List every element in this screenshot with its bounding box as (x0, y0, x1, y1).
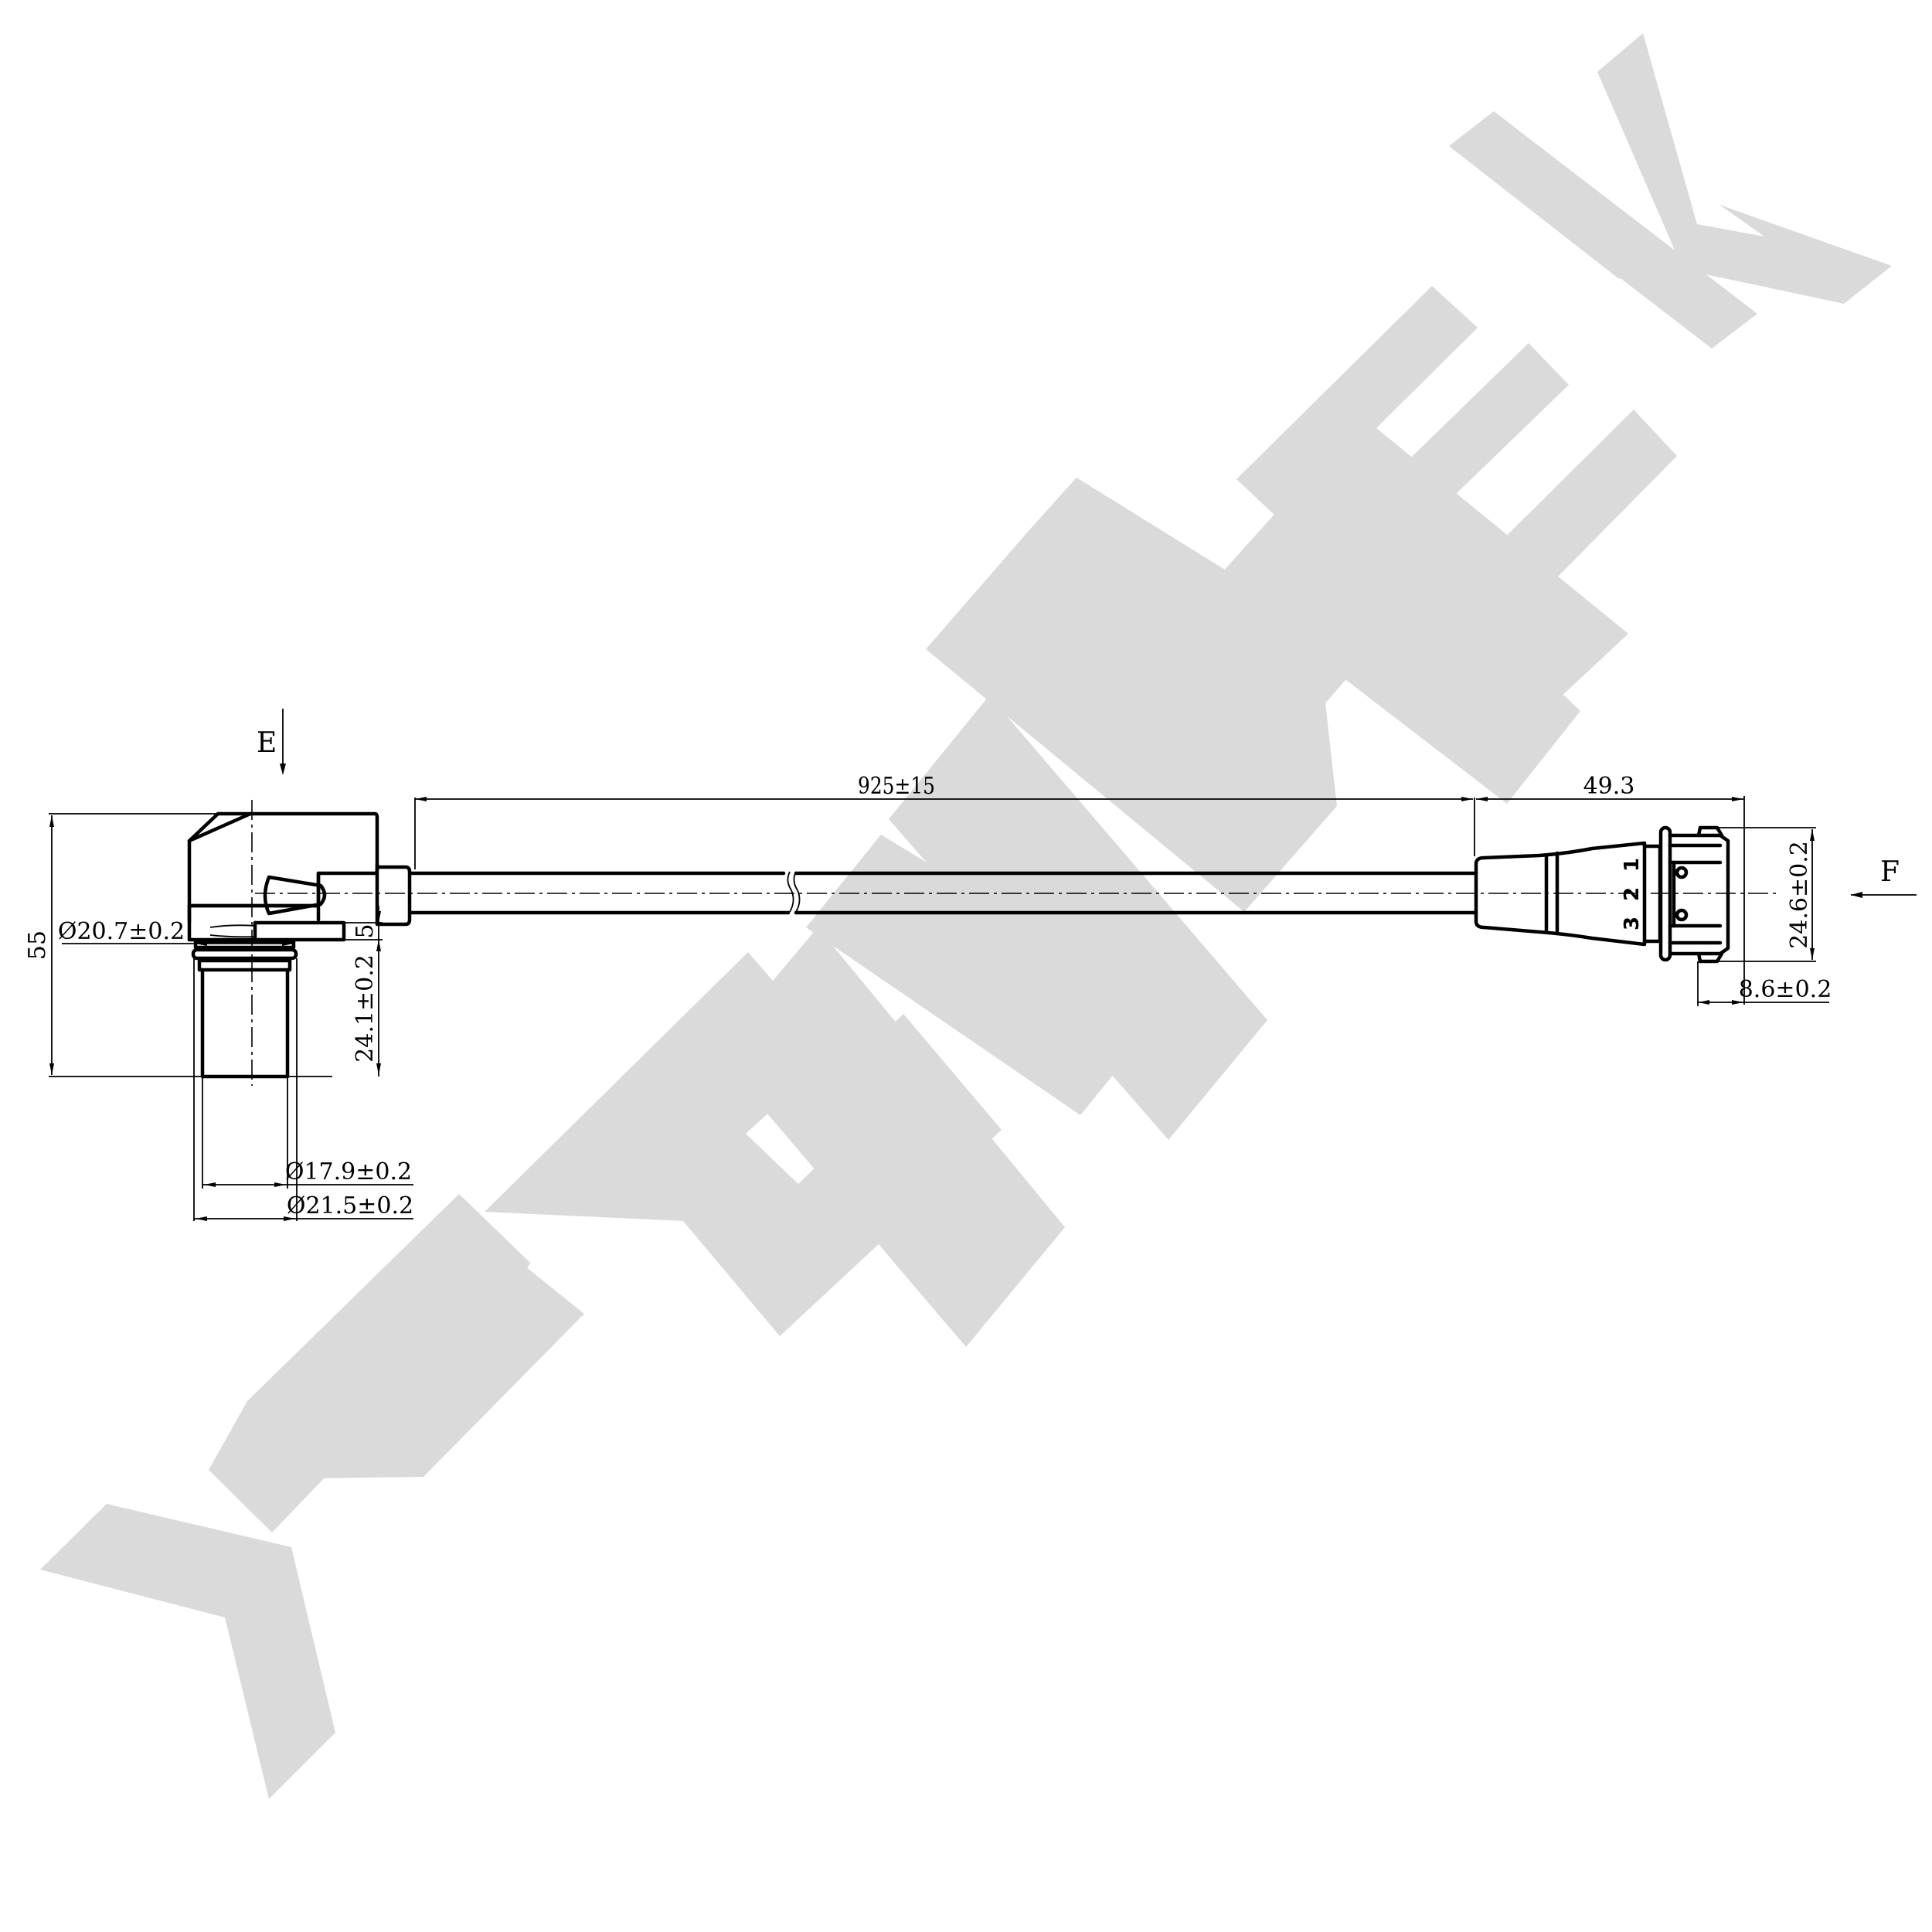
watermark-letter-w (926, 532, 1337, 912)
connector: 1 2 3 (1474, 825, 1730, 964)
dim-connector-lock-width: 8.6±0.2 (1739, 976, 1832, 1003)
watermark-letter-k-chevron (1597, 33, 1892, 304)
dim-body-diameter: Ø21.5±0.2 (287, 1192, 413, 1219)
pin-label-3: 3 (1621, 917, 1644, 930)
dim-connector-length: 49.3 (1583, 773, 1635, 800)
sensor-cable (255, 871, 1777, 915)
watermark-letter-z-diagonal (362, 1194, 530, 1447)
watermark-letter-k-full (1449, 111, 1757, 349)
dim-connector-height: 24.6±0.2 (1786, 841, 1813, 949)
watermark-chevron-left (40, 1504, 335, 1799)
watermark-zenwek (40, 33, 1892, 1799)
watermark-letter-w-diag (1028, 478, 1366, 806)
dim-probe-diameter: Ø17.9±0.2 (285, 1158, 412, 1185)
pin-label-1: 1 (1621, 858, 1644, 872)
watermark-letter-w-upper (1216, 464, 1580, 804)
view-e-label: E (257, 727, 277, 759)
dim-cable-length: 925±15 (858, 773, 935, 800)
dimension-lines: 925±15 49.3 24.6±0.2 8.6±0.2 55 Ø20.7±0. (24, 773, 1832, 1221)
dim-overall-height: 55 (24, 930, 51, 960)
view-f-indicator: F (1851, 856, 1917, 898)
view-e-indicator: E (257, 709, 286, 775)
dim-probe-length: 24.1±0.2 (352, 954, 379, 1063)
dim-flange-thickness: 5 (352, 923, 379, 938)
watermark-letter-n-upper (889, 696, 1267, 1140)
watermark-letter-n-diag (806, 835, 1167, 1115)
view-f-label: F (1880, 856, 1900, 888)
watermark-letter-e-upper (1236, 286, 1677, 683)
dim-oring-diameter: Ø20.7±0.2 (58, 918, 185, 945)
pin-label-2: 2 (1621, 887, 1644, 901)
sensor-body (187, 800, 412, 1086)
watermark-letter-n-lower (714, 927, 1065, 1347)
